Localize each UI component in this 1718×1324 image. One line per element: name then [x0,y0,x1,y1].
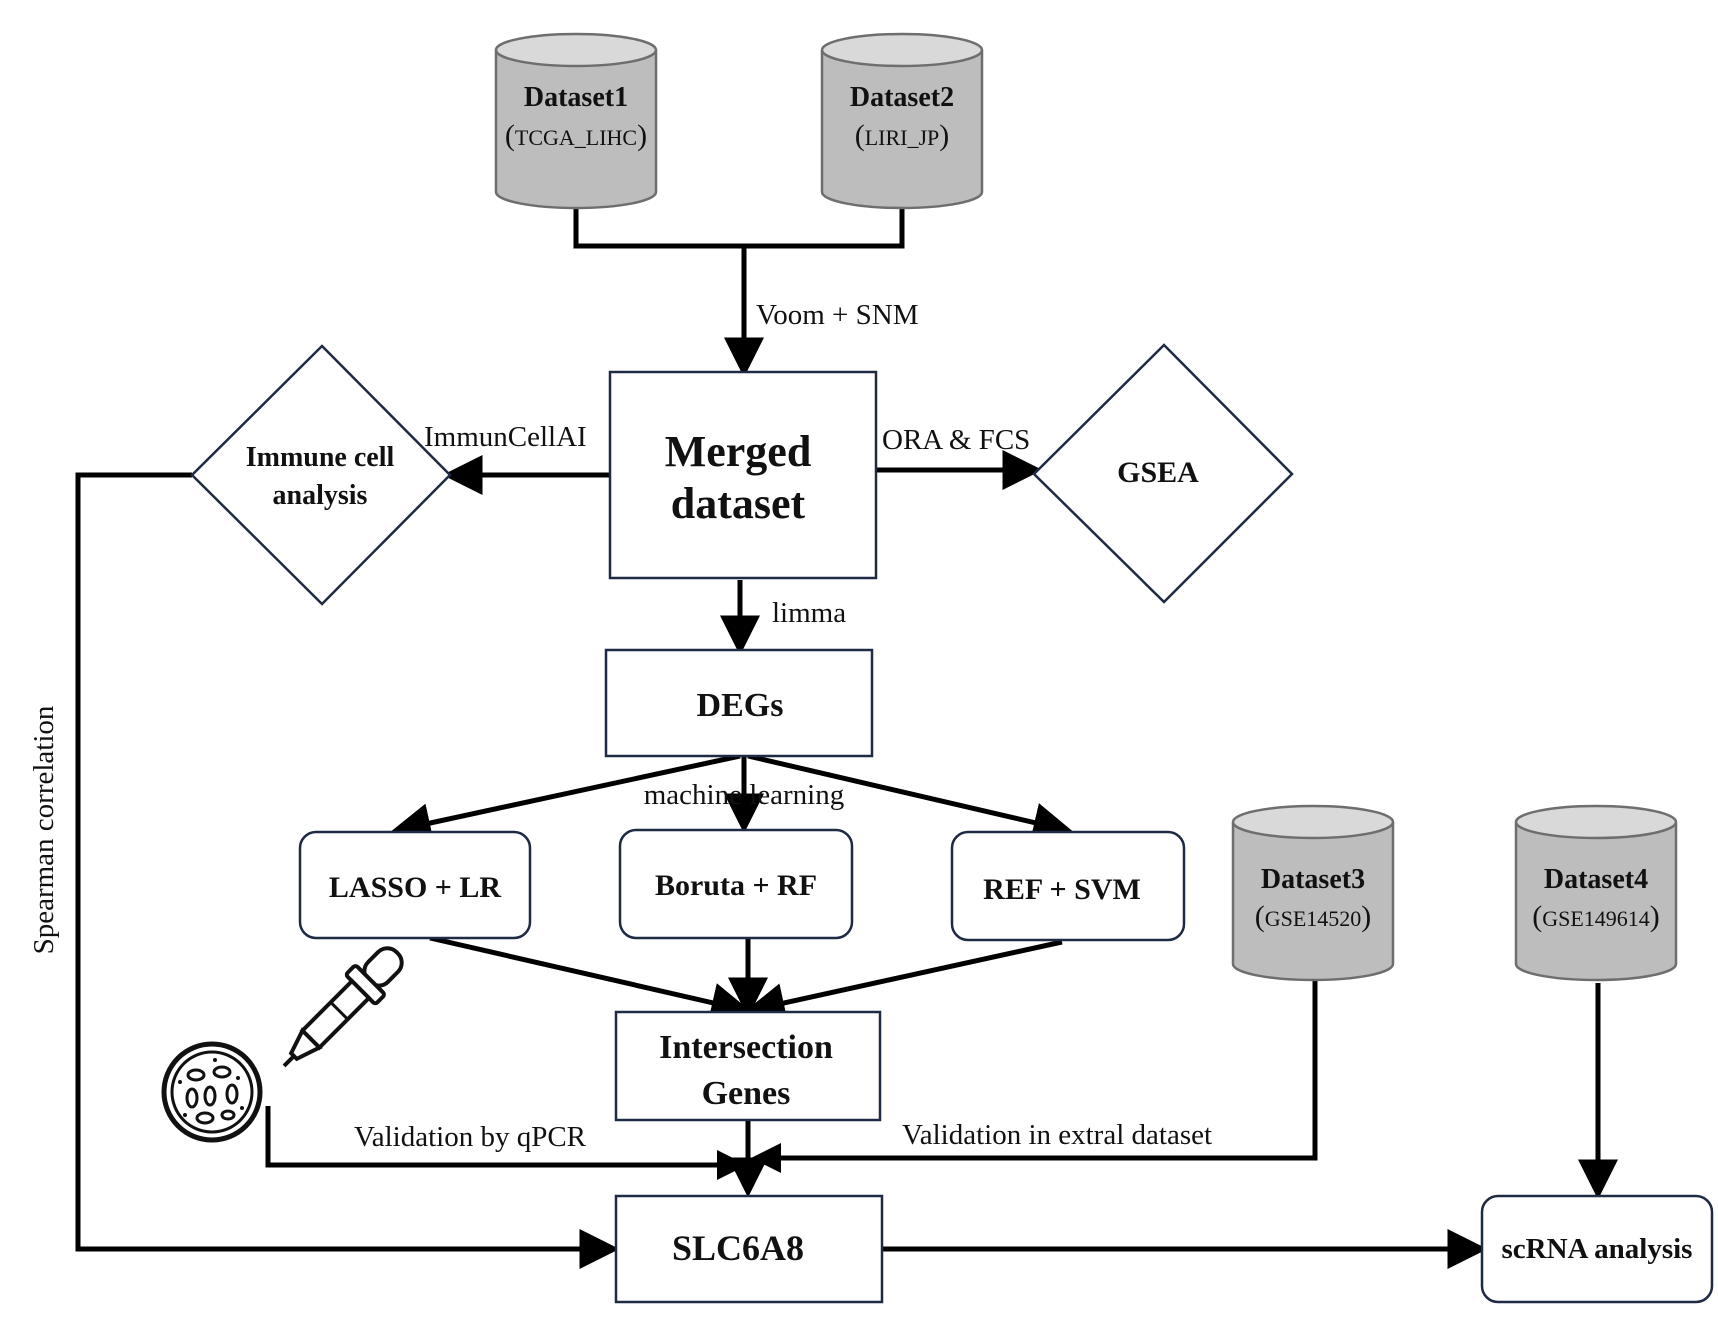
connectors [75,206,1618,1269]
dataset3-source: (GSE14520) [1255,900,1372,933]
intersection-genes-node: Intersection Genes [614,1010,882,1122]
label-immuncellai: ImmunCellAI [424,421,587,453]
ref-label: REF + SVM [983,873,1141,906]
dataset1-cylinder: Dataset1 (TCGA_LIHC) [494,32,658,210]
immune-line1: Immune cell [246,442,395,473]
immune-line2: analysis [273,480,368,511]
scrna-label: scRNA analysis [1502,1233,1693,1265]
intersection-line2: Genes [702,1075,791,1112]
petri-dish-icon [161,1041,263,1143]
label-spearman: Spearman correlation [28,705,60,954]
label-machine-learning: machine learning [644,779,845,811]
dataset2-name: Dataset2 [850,82,954,113]
ref-svm-node: REF + SVM [950,830,1186,942]
dataset1-name: Dataset1 [524,82,628,113]
lasso-label: LASSO + LR [329,871,501,904]
pipette-icon [282,946,404,1068]
intersection-line1: Intersection [659,1029,833,1066]
degs-label: DEGs [697,687,784,724]
edge-degs-to-lasso [390,753,741,843]
edge-ref-to-intersection [744,939,1063,1023]
dataset4-cylinder: Dataset4 (GSE149614) [1514,804,1678,982]
label-voom-snm: Voom + SNM [756,299,918,331]
boruta-rf-node: Boruta + RF [618,828,854,940]
slc6a8-label: SLC6A8 [672,1228,804,1268]
gsea-node: GSEA [1032,343,1294,604]
dataset4-source: (GSE149614) [1532,900,1660,933]
merged-line2: dataset [671,479,806,528]
edge-spearman [75,472,620,1269]
lasso-lr-node: LASSO + LR [298,830,532,940]
merged-dataset-node: Merged dataset [608,370,878,580]
dataset4-name: Dataset4 [1544,864,1648,895]
edge-qpcr [265,1106,747,1180]
label-ora-fcs: ORA & FCS [882,424,1030,456]
edge-datasets-join [573,206,905,249]
degs-node: DEGs [604,648,874,758]
dataset1-source: (TCGA_LIHC) [505,119,647,152]
edge-dataset3-validation [751,980,1318,1173]
dataset3-cylinder: Dataset3 (GSE14520) [1231,804,1395,982]
label-validation-qpcr: Validation by qPCR [354,1121,587,1153]
dataset2-source: (LIRI_JP) [855,119,950,152]
dataset3-name: Dataset3 [1261,864,1365,895]
edge-lasso-to-intersection [429,935,752,1023]
gsea-label: GSEA [1117,456,1199,489]
dataset2-cylinder: Dataset2 (LIRI_JP) [820,32,984,210]
edge-degs-to-ref [747,753,1074,843]
label-limma: limma [772,597,846,629]
slc6a8-node: SLC6A8 [614,1194,884,1304]
merged-line1: Merged [665,427,812,476]
label-validation-extral: Validation in extral dataset [902,1119,1212,1151]
immune-cell-analysis-node: Immune cell analysis [190,344,452,606]
scrna-analysis-node: scRNA analysis [1480,1194,1714,1304]
boruta-label: Boruta + RF [655,869,817,902]
